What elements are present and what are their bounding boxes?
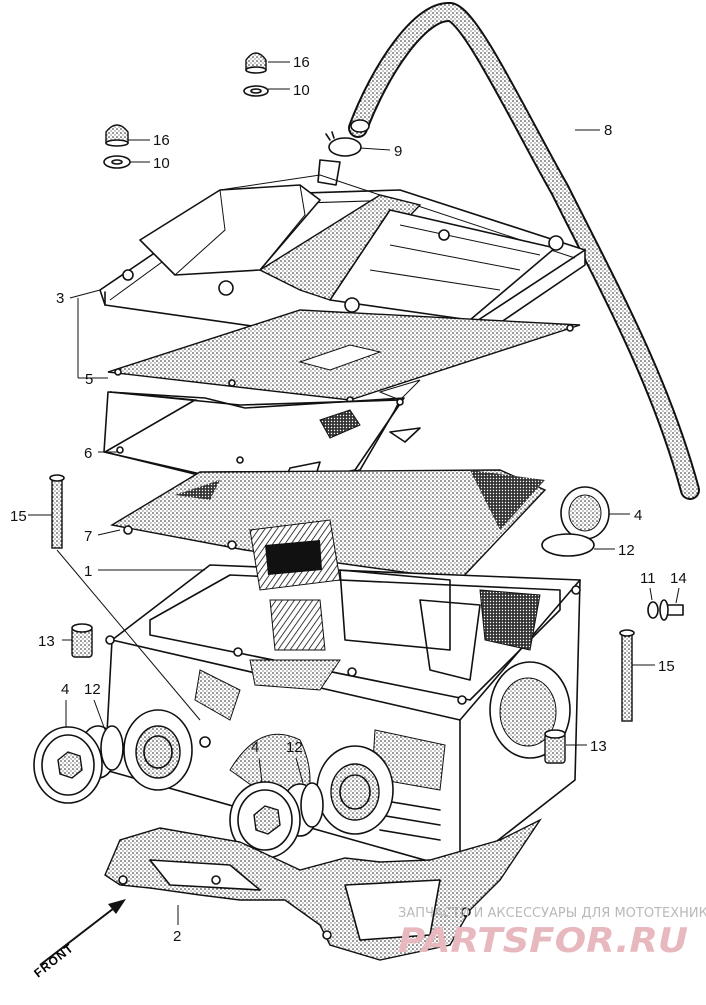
cap-nut-upper [245,52,267,74]
callout-16-lower: 16 [153,132,170,149]
callout-16-upper: 16 [293,54,310,71]
cover-gasket-upper [107,309,581,404]
callout-1: 1 [84,563,92,580]
callout-10-upper: 10 [293,82,310,99]
callout-3: 3 [56,290,64,307]
watermark: ЗАПЧАСТИ И АКСЕССУАРЫ ДЛЯ МОТОТЕХНИКИ PA… [398,906,706,961]
callout-6: 6 [84,445,92,462]
callout-12-right: 12 [618,542,635,559]
callout-15-left: 15 [10,508,27,525]
cap-nut-lower [105,124,129,147]
washer-upper [243,85,269,97]
callout-12-left: 12 [84,681,101,698]
front-label: FRONT [31,941,76,981]
callout-13-left: 13 [38,633,55,650]
o-ring-right [300,782,324,828]
callout-15-right: 15 [658,658,675,675]
hose-clamp [325,131,362,157]
callout-4-right: 4 [634,507,642,524]
stud-bolt-left [49,474,65,549]
exhaust-port-right [316,745,394,835]
callout-4-center: 4 [251,739,259,756]
callout-5: 5 [85,371,93,388]
washer-lower [103,155,131,169]
breather-hose [348,2,700,500]
watermark-caption: ЗАПЧАСТИ И АКСЕССУАРЫ ДЛЯ МОТОТЕХНИКИ [398,906,706,921]
callout-11: 11 [640,570,656,587]
cylinder-head [104,519,581,871]
dowel-pin-left [71,623,93,658]
plug-rear [560,486,610,540]
stud-bolt-right [619,629,635,722]
head-gasket-lower [104,818,543,961]
cylinder-head-cover [99,159,586,356]
cover-gasket-middle [102,391,421,491]
callout-9: 9 [394,143,402,160]
dowel-pin-right [544,729,566,764]
o-ring-rear [541,533,595,557]
sealing-washer [647,601,659,619]
bolt [659,599,684,621]
front-direction-indicator: FRONT [31,899,126,980]
callout-13-right: 13 [590,738,607,755]
watermark-brand: PARTSFOR.RU [398,921,688,961]
o-ring-left [100,725,124,771]
callout-12-center: 12 [286,739,303,756]
callout-10-lower: 10 [153,155,170,172]
callout-4-left: 4 [61,681,69,698]
exhaust-port-left [123,709,193,791]
leader-lines [28,61,680,925]
callout-14: 14 [670,570,687,587]
callouts: 16 10 16 10 9 8 3 5 6 7 1 15 13 4 12 4 1… [10,54,687,945]
callout-7: 7 [84,528,92,545]
callout-2: 2 [173,928,181,945]
callout-8: 8 [604,122,612,139]
